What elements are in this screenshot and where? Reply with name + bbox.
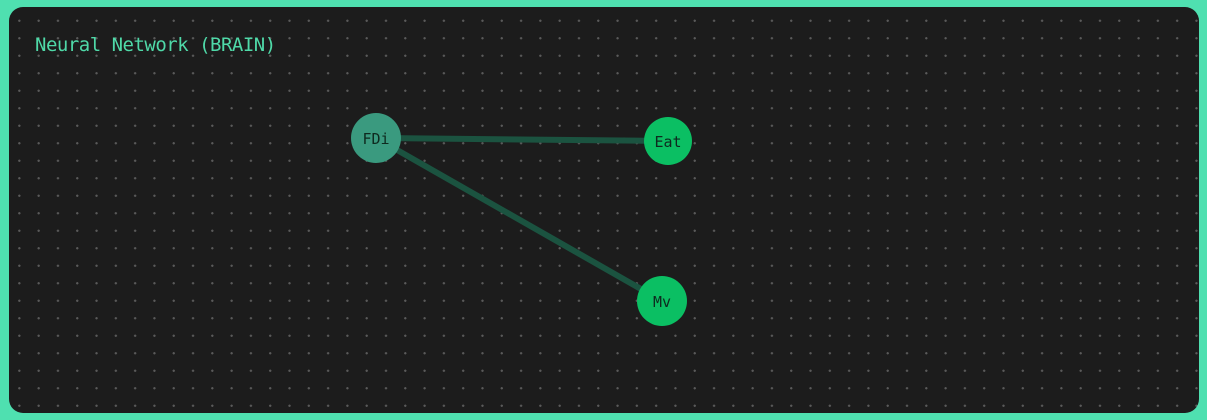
node-eat[interactable]: Eat xyxy=(644,117,692,165)
node-circle[interactable] xyxy=(351,113,401,163)
panel-title: Neural Network (BRAIN) xyxy=(35,34,276,56)
node-circle[interactable] xyxy=(644,117,692,165)
node-label: Mv xyxy=(653,293,671,311)
node-circle[interactable] xyxy=(637,276,687,326)
node-label: Eat xyxy=(654,133,681,151)
edges-layer xyxy=(373,135,671,304)
edge-fdi-mv xyxy=(373,135,665,304)
node-mv[interactable]: Mv xyxy=(637,276,687,326)
node-label: FDi xyxy=(362,130,389,148)
edge-fdi-eat xyxy=(373,135,671,144)
node-fdi[interactable]: FDi xyxy=(351,113,401,163)
